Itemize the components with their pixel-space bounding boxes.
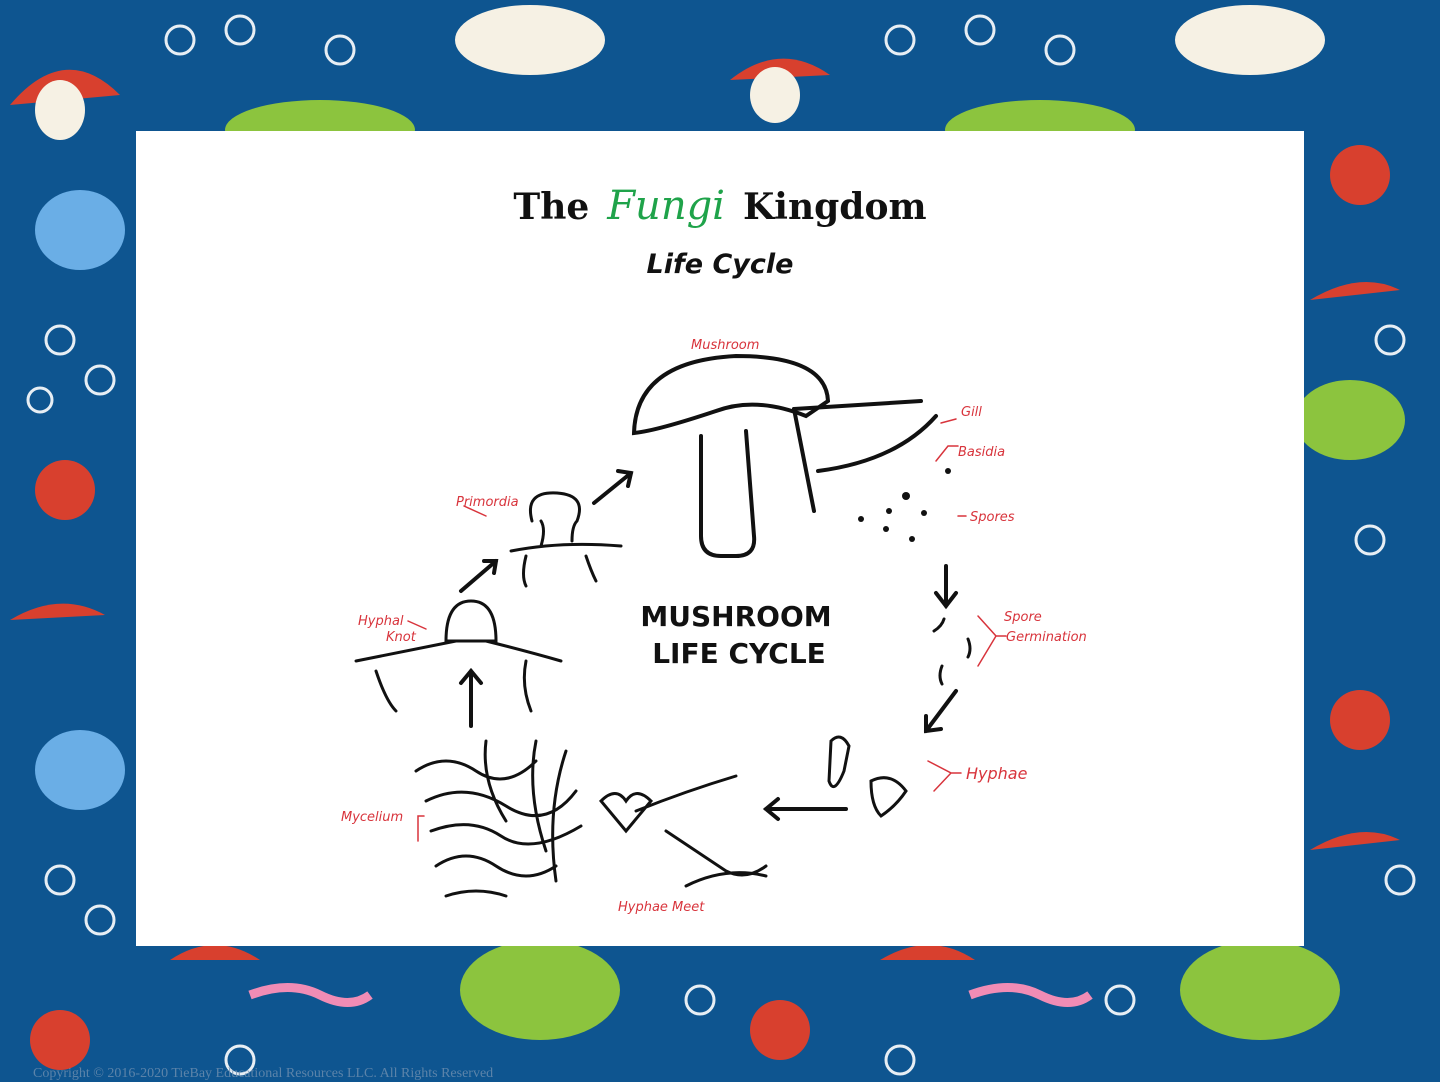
copyright-notice: Copyright © 2016-2020 TieBay Educational… [33, 1066, 494, 1081]
label-hyphal-knot-2: Knot [386, 630, 417, 645]
label-spore-germination-1: Spore [1004, 610, 1042, 625]
label-gill: Gill [961, 405, 982, 420]
mushroom-drawing [631, 353, 938, 558]
arrow-to-hyphae [924, 689, 958, 734]
center-label-line2: LIFE CYCLE [652, 637, 826, 670]
slide-card: The Fungi Kingdom Life Cycle [136, 131, 1304, 946]
title-highlight-fungi: Fungi [607, 183, 725, 229]
hyphal-knot-drawing [354, 599, 563, 713]
hyphae-meet-drawing [598, 774, 768, 888]
label-hyphae-meet: Hyphae Meet [618, 900, 705, 915]
arrow-to-primordia [459, 559, 499, 593]
center-label-line1: MUSHROOM [640, 600, 831, 633]
label-mushroom: Mushroom [691, 338, 759, 353]
germinating-spores-drawing [932, 617, 972, 686]
arrow-spores-down [934, 564, 958, 610]
hyphae-drawing [827, 735, 908, 818]
arrow-to-mushroom [592, 469, 634, 505]
label-mycelium: Mycelium [341, 810, 403, 825]
slide-title: The Fungi Kingdom [136, 183, 1304, 229]
title-suffix: Kingdom [742, 186, 927, 228]
arrow-to-hyphae-meet [762, 797, 848, 821]
slide-subtitle: Life Cycle [646, 249, 794, 280]
label-primordia: Primordia [456, 495, 519, 510]
label-spore-germination-2: Germination [1006, 630, 1087, 645]
label-hyphal-knot-1: Hyphal [358, 614, 404, 629]
label-spores: Spores [970, 510, 1015, 525]
title-prefix: The [513, 186, 590, 228]
label-basidia: Basidia [958, 445, 1005, 460]
spores-drawing [858, 468, 951, 542]
primordia-drawing [509, 491, 623, 588]
mycelium-drawing [414, 739, 583, 898]
label-hyphae: Hyphae [966, 764, 1028, 783]
arrow-mycelium-up [459, 667, 483, 728]
mushroom-life-cycle-diagram: Mushroom Gill Basidia Spores Spore Germi… [341, 338, 1087, 915]
